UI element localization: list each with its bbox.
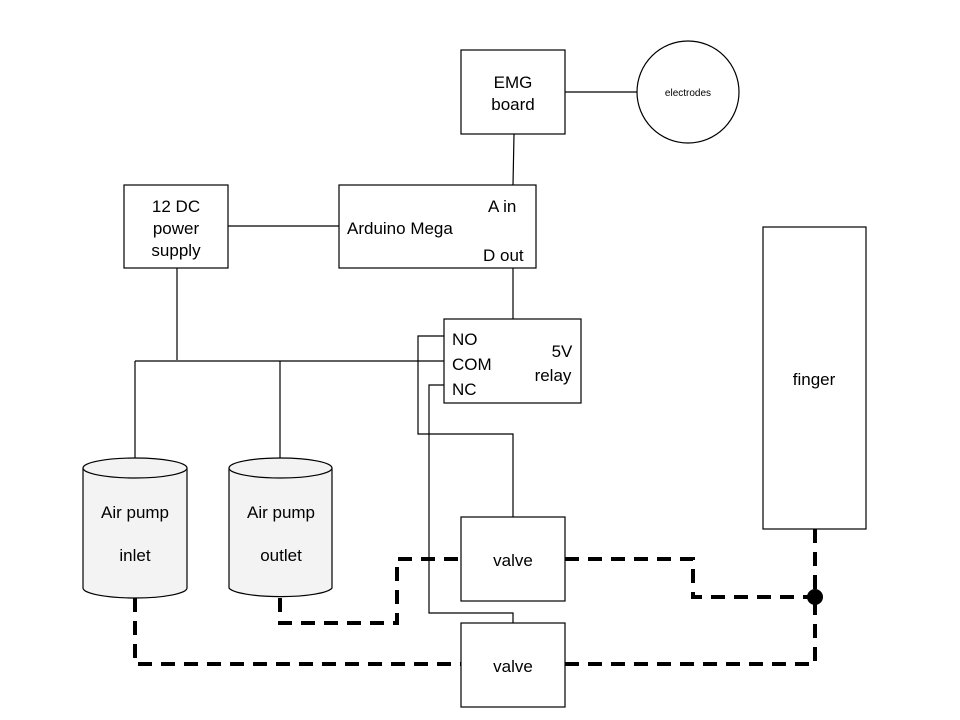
air-pump-inlet: Air pump inlet (82, 457, 188, 599)
electrodes-label: electrodes (665, 88, 711, 99)
air-pump-inlet-label-1: Air pump (101, 503, 169, 522)
air-pump-outlet: Air pump outlet (228, 457, 333, 598)
valve-top: valve (460, 516, 566, 602)
air-pump-outlet-label-2: outlet (260, 546, 302, 565)
hose-junction-node (807, 589, 823, 605)
relay-pin-nc: NC (452, 380, 477, 399)
arduino-label: Arduino Mega (347, 219, 453, 238)
emg-board: EMG board (460, 49, 566, 135)
power-supply-label-2: power (153, 219, 200, 238)
finger: finger (762, 226, 867, 530)
relay-label-2: relay (535, 366, 572, 385)
hose-valve-top-junction (565, 557, 815, 599)
emg-board-label-2: board (491, 95, 534, 114)
valve-top-label: valve (493, 551, 533, 570)
wire-relay-nc-valve-bottom (428, 384, 514, 623)
pneumatic-hoses (133, 529, 823, 666)
wire-relay-no-valve-top (417, 335, 514, 517)
relay-pin-no: NO (452, 330, 478, 349)
arduino-port-d-out: D out (483, 246, 524, 265)
finger-label: finger (793, 370, 836, 389)
air-pump-outlet-label-1: Air pump (247, 503, 315, 522)
hose-outlet-valve-top (278, 557, 461, 625)
hose-inlet-valve-bottom (133, 598, 461, 666)
power-supply-label-1: 12 DC (152, 197, 200, 216)
valve-bottom-label: valve (493, 657, 533, 676)
air-pump-inlet-label-2: inlet (119, 546, 150, 565)
emg-board-label-1: EMG (494, 73, 533, 92)
valve-bottom: valve (460, 622, 566, 708)
electrodes: electrodes (636, 40, 740, 144)
arduino-port-a-in: A in (488, 197, 516, 216)
wire-emg-arduino (512, 133, 515, 186)
arduino-mega: Arduino Mega A in D out (338, 184, 537, 269)
relay-pin-com: COM (452, 355, 492, 374)
power-supply: 12 DC power supply (123, 184, 229, 269)
power-supply-label-3: supply (151, 241, 201, 260)
relay-label-1: 5V (552, 342, 573, 361)
relay: NO COM NC 5V relay (443, 318, 582, 404)
electrical-wires (134, 91, 638, 623)
hose-valve-bottom-junction (565, 597, 817, 666)
